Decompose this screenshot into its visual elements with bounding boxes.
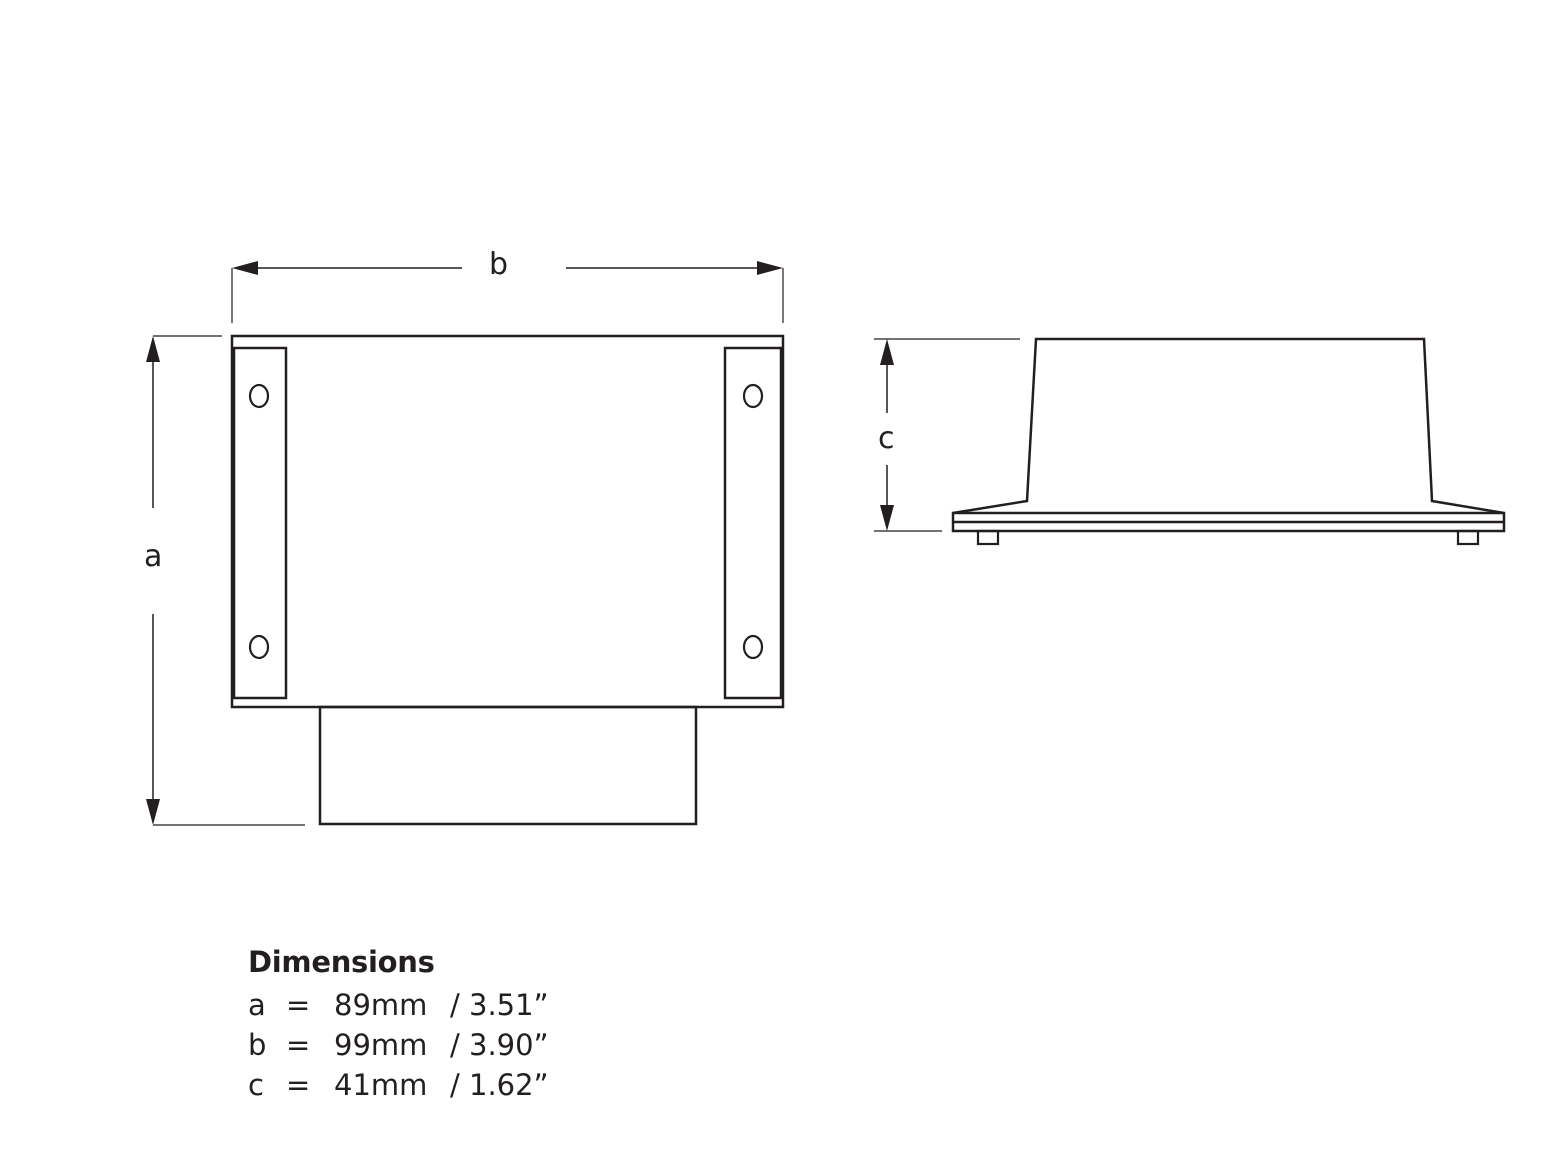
legend-equals: = [286, 1028, 311, 1062]
top-view [146, 261, 785, 826]
legend-row-c: c = 41mm / 1.62” [248, 1065, 549, 1105]
dimensions-legend: Dimensions a = 89mm / 3.51” b = 99mm / 3… [248, 945, 549, 1105]
arrowhead-left-icon [232, 261, 258, 275]
legend-title: Dimensions [248, 945, 435, 979]
screw-hole-icon [248, 383, 270, 409]
side-view [874, 337, 1506, 546]
legend-equals: = [286, 988, 311, 1022]
dimension-label-c: c [878, 421, 895, 456]
arrowhead-up-icon [880, 339, 894, 365]
arrowhead-down-icon [146, 799, 160, 825]
legend-symbol: b [248, 1028, 267, 1062]
legend-symbol: c [248, 1068, 264, 1102]
arrowhead-down-icon [880, 505, 894, 531]
legend-inch-value: / 3.51” [450, 988, 549, 1022]
screw-hole-icon [742, 634, 764, 660]
legend-mm-value: 41mm [334, 1068, 428, 1102]
legend-equals: = [286, 1068, 311, 1102]
legend-inch-value: / 3.90” [450, 1028, 549, 1062]
screw-hole-icon [742, 383, 764, 409]
legend-row-b: b = 99mm / 3.90” [248, 1025, 549, 1065]
legend-row-a: a = 89mm / 3.51” [248, 985, 549, 1025]
legend-inch-value: / 1.62” [450, 1068, 549, 1102]
screw-hole-icon [248, 634, 270, 660]
legend-mm-value: 89mm [334, 988, 428, 1022]
legend-symbol: a [248, 988, 266, 1022]
dimension-label-a: a [144, 539, 163, 574]
arrowhead-up-icon [146, 336, 160, 362]
dimension-label-b: b [489, 247, 509, 282]
legend-mm-value: 99mm [334, 1028, 428, 1062]
arrowhead-right-icon [757, 261, 783, 275]
